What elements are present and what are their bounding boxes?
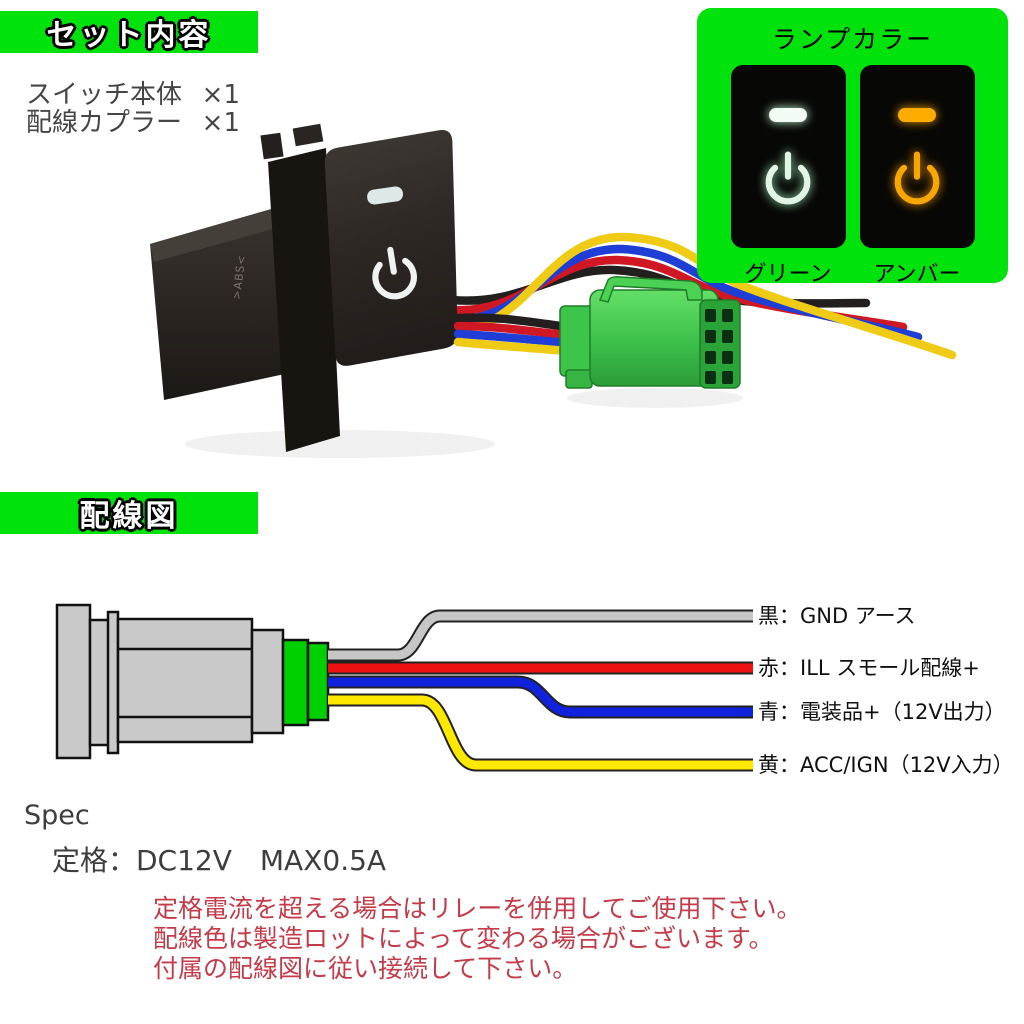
wiring-diagram-banner: 配線図 [0,492,258,534]
lamp-tile-green [730,65,846,248]
set-item: スイッチ本体 ×1 [26,81,240,109]
mount-clip [292,123,324,147]
warning-note-line: 配線色は製造ロットによって変わる場合がございます。 [153,924,774,953]
coupler-wire-stubs [453,313,573,356]
diagram-wire-yellow [328,695,753,770]
set-item-name: スイッチ本体 [26,80,183,110]
lamp-tile-amber [859,65,975,248]
indicator-bar [367,186,404,205]
coupler-terminal-holes [705,309,733,384]
wire-label-red: 赤：ILL スモール配線+ [758,656,980,680]
spec-heading: Spec [24,800,90,831]
lamp-color-panel: ランプカラー グリーン アンバー [697,8,1008,287]
power-icon [371,247,416,299]
indicator-bar-green [769,108,807,122]
power-icon-green [755,145,821,211]
switch-side-body [268,148,340,452]
wire-label-yellow: 黄：ACC/IGN（12V入力） [758,753,1014,777]
molded-marking-text: >ABS< [230,254,248,301]
coupler-flange [559,305,597,377]
power-icon-amber [884,145,950,211]
spec-rating: 定格：DC12V MAX0.5A [52,844,387,877]
set-contents-banner: セット内容 [0,11,258,53]
diagram-wire-blue [328,677,753,717]
wiring-diagram-banner-label: 配線図 [79,499,179,534]
lamp-label-green: グリーン [744,262,832,287]
set-item: 配線カプラー ×1 [26,109,240,137]
coupler-body [589,289,719,387]
lamp-label-amber: アンバー [873,262,961,287]
set-item-qty: ×1 [201,80,240,110]
diagram-wires [328,609,753,772]
lamp-tile-labels: グリーン アンバー [697,256,1008,288]
set-item-qty: ×1 [201,108,240,138]
coupler-latch [598,276,703,303]
green-coupler [559,276,741,389]
warning-notes: 定格電流を超える場合はリレーを併用してご使用下さい。 配線色は製造ロットによって… [153,894,802,984]
wire-label-black: 黒：GND アース [758,604,916,628]
switch-shadow [185,430,495,458]
coupler-face [699,299,741,389]
warning-note-line: 定格電流を超える場合はリレーを併用してご使用下さい。 [153,894,802,923]
switch-front-face [324,130,458,366]
coupler-shadow [567,388,743,408]
set-item-name: 配線カプラー [26,108,183,138]
warning-note-line: 付属の配線図に従い接続して下さい。 [153,954,578,983]
switch-drawing [55,603,330,760]
set-contents-list: スイッチ本体 ×1 配線カプラー ×1 [26,81,240,137]
lamp-tiles [697,65,1008,248]
mount-clip [260,132,284,160]
indicator-bar-amber [898,108,936,122]
set-contents-banner-label: セット内容 [46,18,212,53]
diagram-wire-black [328,611,753,660]
lamp-color-title: ランプカラー [771,25,934,54]
diagram-coupler [281,638,310,727]
wire-label-blue: 青：電装品+（12V出力） [758,700,1006,724]
switch-rear-housing: >ABS< [150,206,294,400]
